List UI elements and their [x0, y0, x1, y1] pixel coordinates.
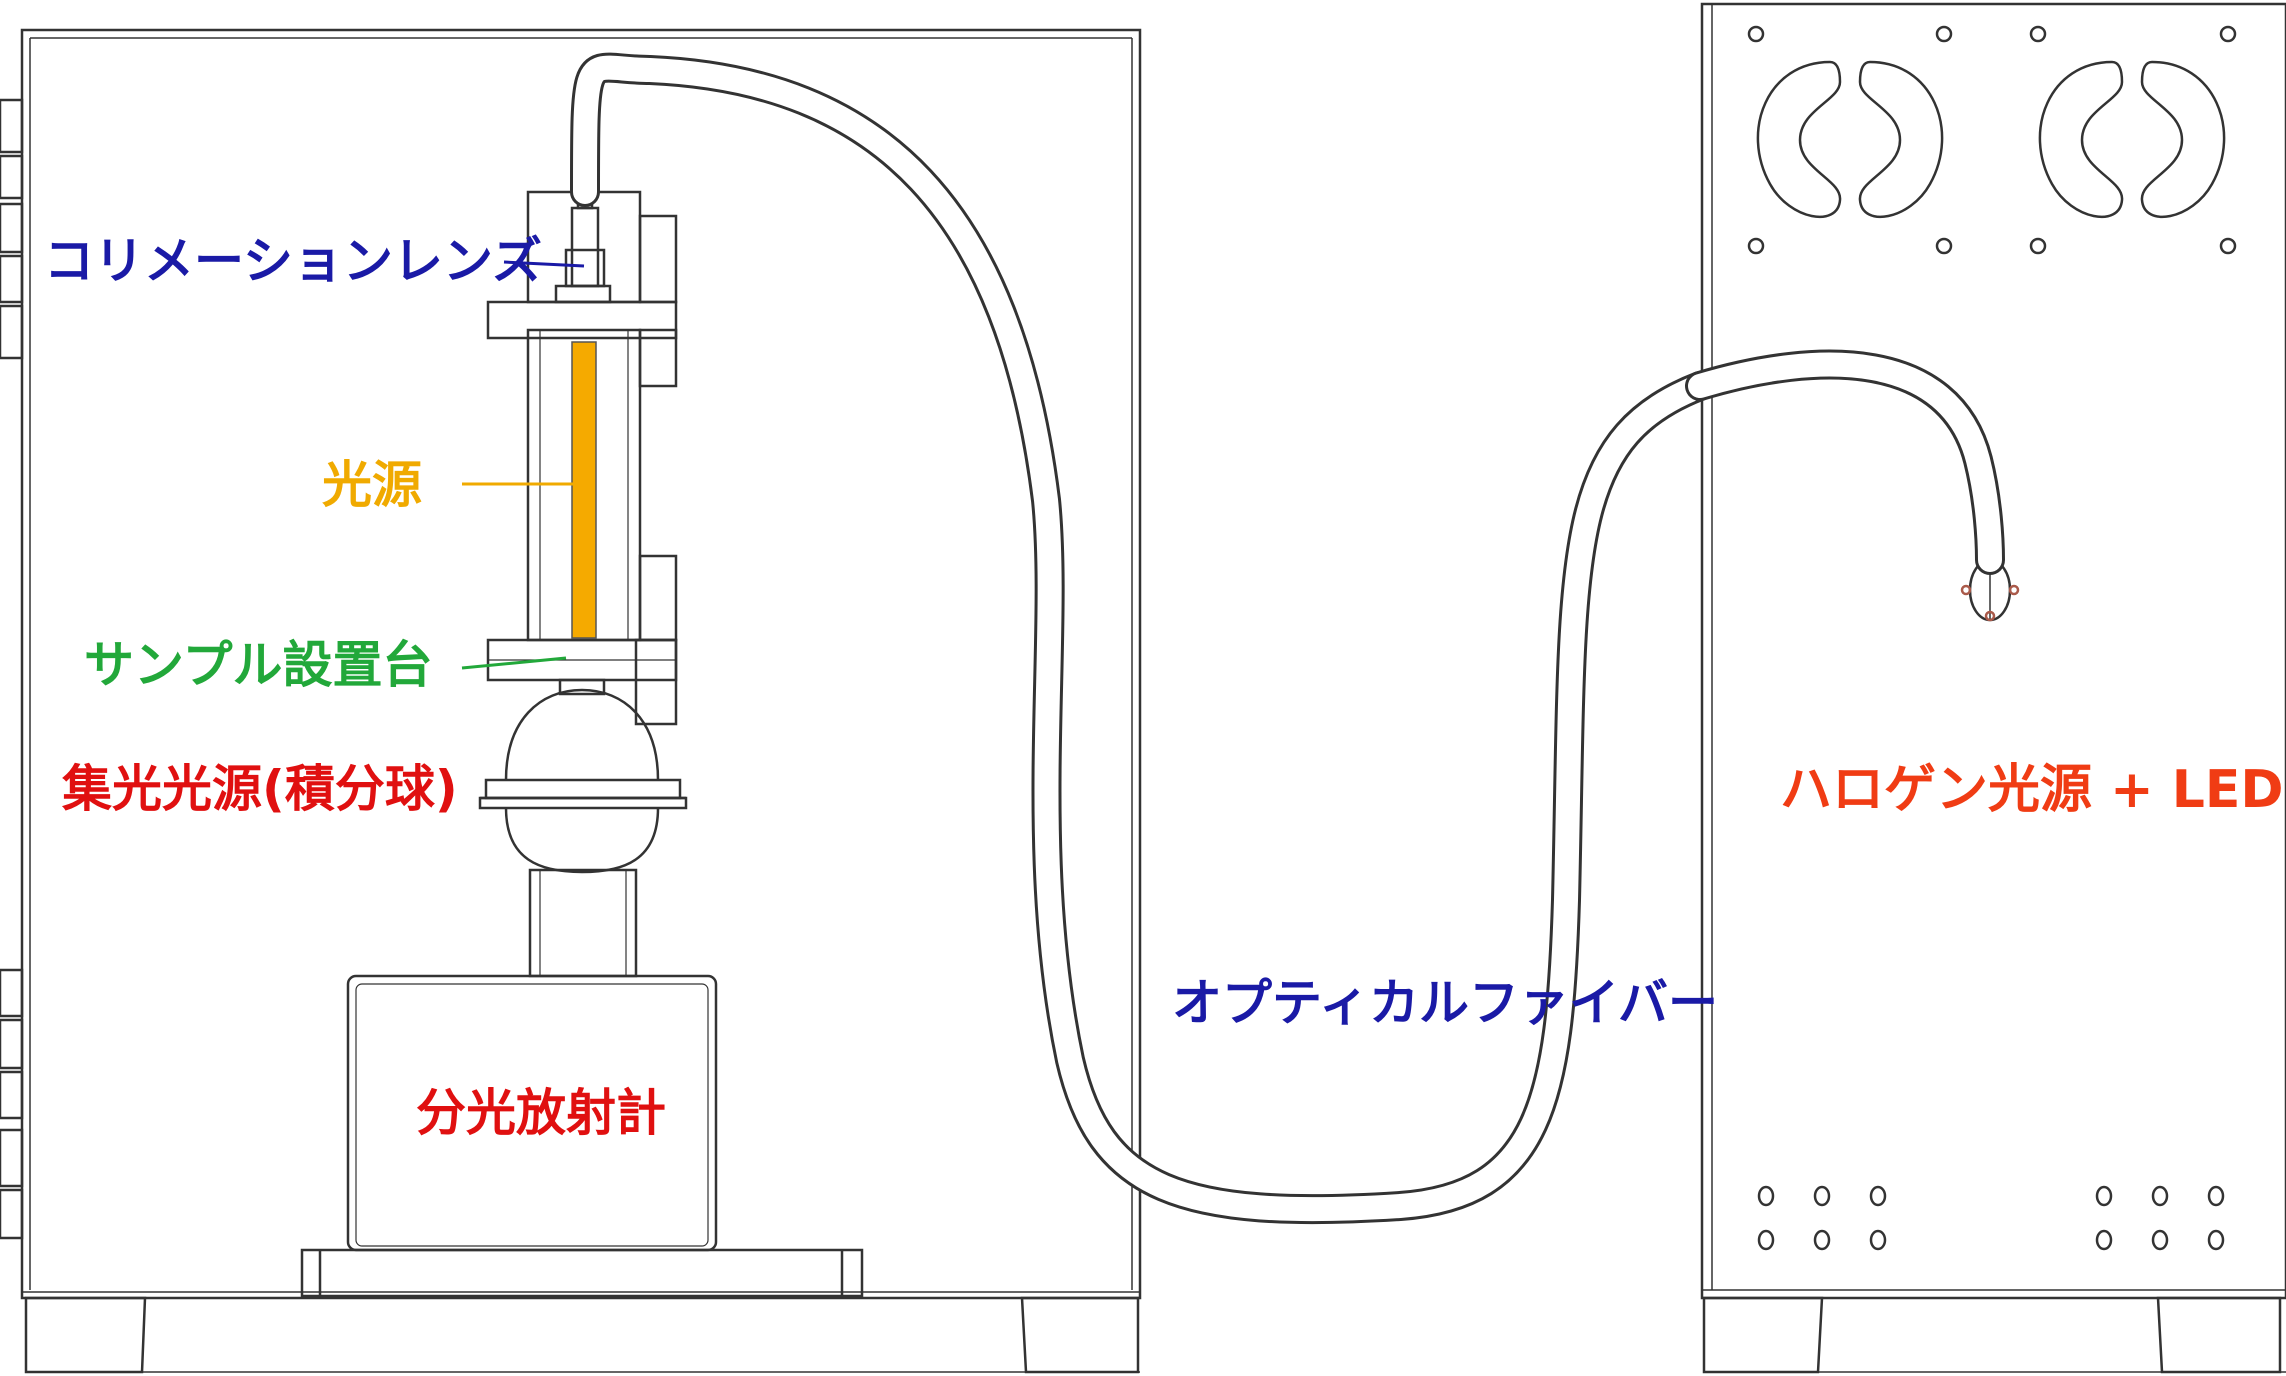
left-cabinet	[0, 28, 1142, 1374]
collimation-lens-body	[570, 206, 600, 288]
leader-collimation-lens	[503, 260, 585, 268]
label-collimation-lens: コリメーションレンズ	[44, 232, 542, 290]
vent-slot	[2140, 60, 2226, 218]
right-cabinet	[1700, 2, 2286, 1374]
light-source-rod	[571, 341, 597, 639]
cabinet-foot-right	[1020, 1296, 1140, 1374]
integrating-sphere	[504, 688, 660, 781]
bottom-vent-holes	[1757, 1185, 2225, 1251]
optical-fiber	[570, 52, 2005, 1225]
label-spectroradiometer: 分光放射計	[416, 1084, 666, 1142]
base-plate	[300, 1248, 864, 1298]
cabinet-foot-left	[1702, 1296, 1824, 1374]
vent-slot	[2038, 60, 2124, 218]
hinge-bottom	[0, 968, 24, 1018]
hinge-top-1	[0, 98, 24, 154]
vent-slot	[1858, 60, 1944, 218]
label-optical-fiber: オプティカルファイバー	[1172, 974, 1718, 1032]
leader-sample-stage	[461, 656, 567, 670]
label-light-source: 光源	[322, 456, 422, 514]
label-sample-stage: サンプル設置台	[84, 636, 433, 694]
label-halogen-led: ハロゲン光源 + LED	[1780, 760, 2284, 820]
label-integrating-sphere: 集光光源(積分球)	[62, 760, 458, 818]
vent-slot	[1756, 60, 1842, 218]
support-pillar	[528, 868, 638, 978]
cabinet-foot-right	[2156, 1296, 2282, 1374]
lens-clamp	[486, 300, 678, 340]
cabinet-foot-left	[24, 1296, 147, 1374]
